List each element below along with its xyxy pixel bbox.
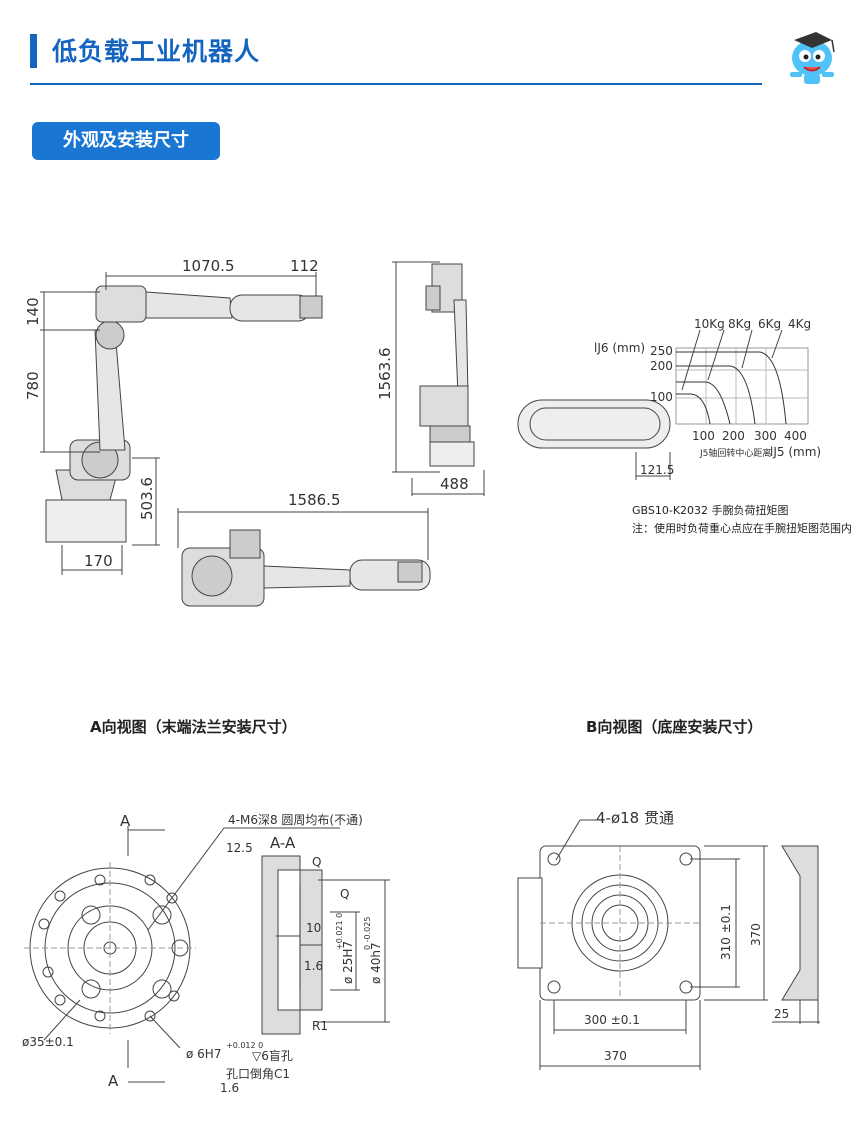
view-a-r1: R1: [312, 1019, 328, 1033]
view-a-caption: A向视图（末端法兰安装尺寸）: [90, 718, 297, 736]
view-a-d10: 10: [306, 921, 321, 935]
flange-view-a: [24, 826, 390, 1083]
torque-y-label: lJ6 (mm): [594, 341, 645, 355]
view-b-d370v: 370: [749, 923, 763, 946]
view-a-bore-25-tol: +0.021 0: [335, 913, 344, 950]
view-a-d16: 1.6: [304, 959, 323, 973]
view-a-roughness: 12.5: [226, 841, 253, 855]
dim-140: 140: [24, 297, 42, 326]
view-b-d300: 300 ±0.1: [584, 1013, 640, 1027]
robot-front-view: [392, 261, 485, 496]
view-a-spigot-40: ø 40h7: [369, 942, 383, 984]
torque-load-6kg: 6Kg: [758, 317, 781, 331]
torque-x-tick-100: 100: [692, 429, 715, 443]
view-a-roughness-b: 1.6: [220, 1081, 239, 1095]
torque-load-8kg: 8Kg: [728, 317, 751, 331]
base-view-b: [517, 819, 820, 1070]
view-a-marker-bottom: A: [108, 1072, 119, 1090]
section-heading-badge: 外观及安装尺寸: [32, 122, 220, 160]
torque-y-tick-100: 100: [650, 390, 673, 404]
view-a-bore-25: ø 25H7: [341, 941, 355, 984]
view-b-caption: B向视图（底座安装尺寸）: [586, 718, 763, 736]
torque-offset: 121.5: [640, 463, 674, 477]
torque-x-tick-400: 400: [784, 429, 807, 443]
torque-x-label: lJ5 (mm): [770, 445, 821, 459]
view-b-holes: 4-ø18 贯通: [596, 809, 674, 827]
dim-wrist: 112: [290, 257, 319, 275]
robot-top-view: [177, 508, 431, 607]
header-divider: [30, 83, 762, 85]
dim-top-length: 1586.5: [288, 491, 341, 509]
view-a-pin-hole-tol: +0.012 0: [226, 1041, 263, 1050]
dim-base-height: 503.6: [138, 477, 156, 520]
dim-reach: 1070.5: [182, 257, 235, 275]
torque-y-tick-250: 250: [650, 344, 673, 358]
view-a-chamfer: 孔口倒角C1: [226, 1067, 290, 1081]
view-b-d370: 370: [604, 1049, 627, 1063]
view-a-q-top: Q: [312, 855, 321, 869]
view-a-q-mid: Q: [340, 887, 349, 901]
dim-780: 780: [24, 371, 42, 400]
view-a-marker-top: A: [120, 812, 131, 830]
view-b-d25: 25: [774, 1007, 789, 1021]
dim-base-width: 170: [84, 552, 113, 570]
view-a-pin-hole: ø 6H7: [186, 1047, 221, 1061]
torque-x-caption: J5轴回转中心距离: [699, 447, 771, 459]
torque-load-10kg: 10Kg: [694, 317, 725, 331]
torque-load-4kg: 4Kg: [788, 317, 811, 331]
page-title: 低负载工业机器人: [52, 37, 261, 66]
torque-chart-title: GBS10-K2032 手腕负荷扭矩图: [632, 504, 789, 517]
torque-x-tick-200: 200: [722, 429, 745, 443]
robot-side-view: [40, 272, 323, 575]
view-a-d35: ø35±0.1: [22, 1035, 74, 1049]
wrist-torque-chart: [517, 329, 809, 480]
torque-y-tick-200: 200: [650, 359, 673, 373]
torque-x-tick-300: 300: [754, 429, 777, 443]
header-accent-bar: [30, 34, 37, 68]
dim-depth: 488: [440, 475, 469, 493]
view-b-d310: 310 ±0.1: [719, 904, 733, 960]
view-a-section-label: A-A: [270, 834, 296, 852]
torque-chart-note: 注：使用时负荷重心点应在手腕扭矩图范围内: [632, 522, 852, 535]
dim-height: 1563.6: [376, 348, 394, 401]
view-a-spigot-40-tol: 0 -0.025: [363, 917, 372, 950]
view-a-blind-depth: ▽6盲孔: [252, 1048, 293, 1063]
view-a-m6-holes: 4-M6深8 圆周均布(不通): [228, 813, 363, 827]
mascot-logo-icon: [790, 32, 835, 84]
